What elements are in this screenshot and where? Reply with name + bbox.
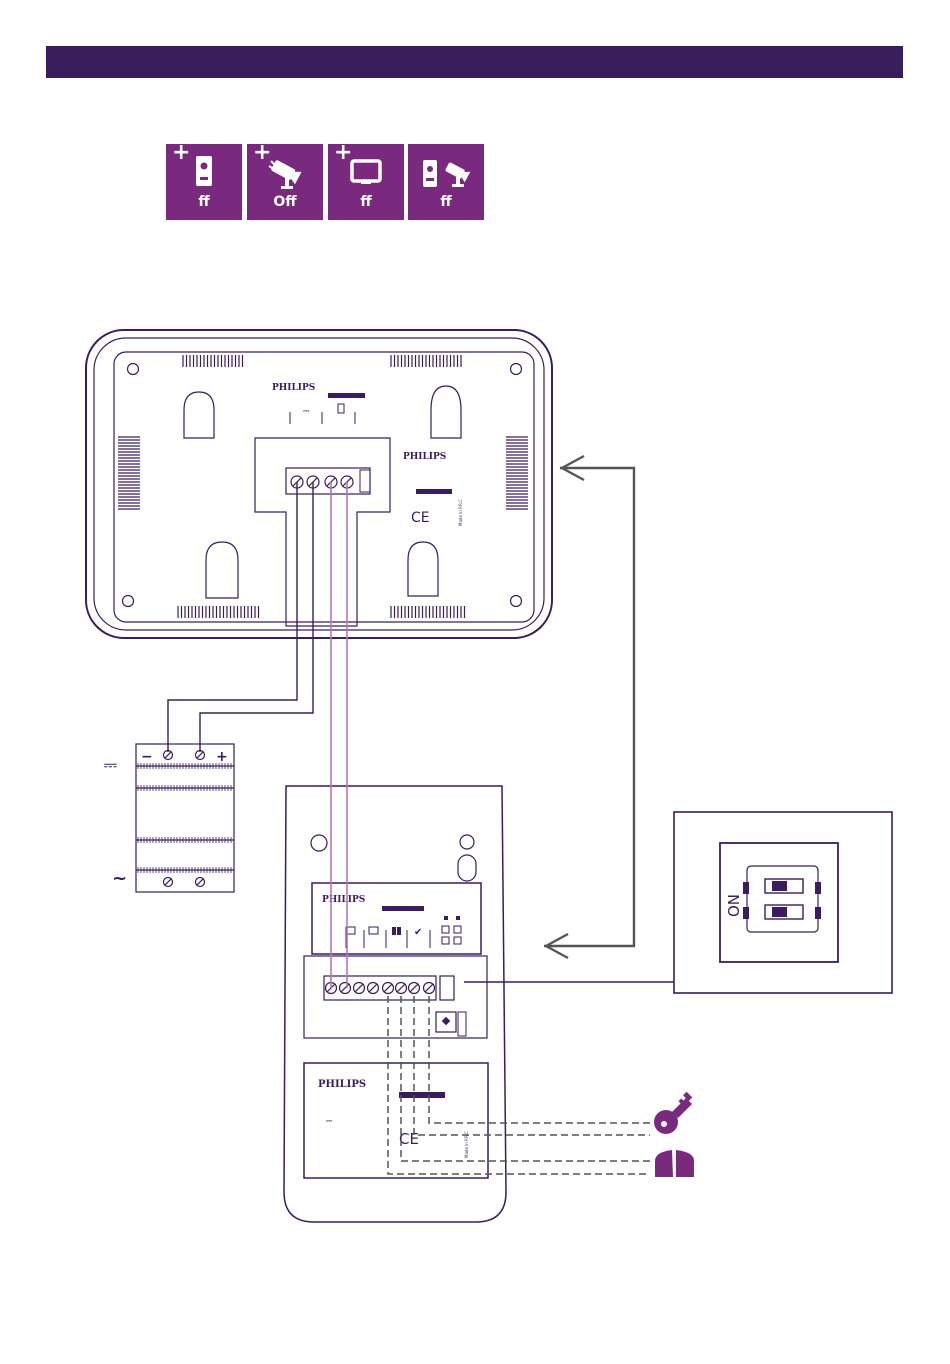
mini-door-icon xyxy=(338,404,344,413)
monitor-dc-symbol: ⎓ xyxy=(303,406,310,415)
door-brand-label: PHILIPS xyxy=(318,1079,366,1090)
screw-terminal xyxy=(383,983,394,994)
door-dc-symbol: ⎓ xyxy=(326,1116,333,1125)
monitor-screws xyxy=(291,476,353,488)
psu-dc-symbol: ⎓ xyxy=(104,755,117,774)
door-station-key-mini-icon: ✔ xyxy=(414,927,422,938)
key-hole xyxy=(661,1121,667,1127)
psu-minus-label: − xyxy=(141,749,153,765)
monitor-made-in: Made in P.R.C xyxy=(458,499,463,526)
psu-plus-label: + xyxy=(216,749,228,765)
screw-terminal xyxy=(396,983,407,994)
psu-stripes xyxy=(138,763,231,873)
dip-switch-levers xyxy=(743,881,821,919)
door-station-screws xyxy=(326,983,435,994)
screw-terminal xyxy=(340,983,351,994)
door-station xyxy=(284,786,506,1222)
door-serial-bar xyxy=(399,1092,445,1098)
screw-terminal xyxy=(164,878,173,887)
door-station-mini-icons xyxy=(392,916,460,1025)
monitor-model-bar xyxy=(328,393,365,398)
screw-terminal xyxy=(424,983,435,994)
screw-terminal xyxy=(368,983,379,994)
screw-terminal xyxy=(409,983,420,994)
bus-wires xyxy=(331,482,347,988)
dip-on-label: ON xyxy=(725,894,743,917)
key-icon xyxy=(654,1092,692,1134)
screw-terminal xyxy=(354,983,365,994)
monitor-ce-mark: CE xyxy=(411,510,430,526)
screw-terminal xyxy=(196,878,205,887)
psu-ac-symbol: ~ xyxy=(112,868,127,889)
door-model-bar xyxy=(382,906,424,911)
gate-icon xyxy=(655,1150,694,1177)
link-arrow xyxy=(544,456,634,958)
dip-switch-callout xyxy=(674,812,892,993)
monitor-vents xyxy=(118,355,528,618)
psu-screws xyxy=(164,751,205,887)
monitor-brand-label: PHILIPS xyxy=(403,452,446,462)
monitor-serial-bar xyxy=(416,489,452,494)
monitor-brand-top: PHILIPS xyxy=(272,383,315,393)
lock-and-gate-wires xyxy=(388,996,650,1174)
door-brand-top: PHILIPS xyxy=(322,895,365,905)
door-ce-mark: CE xyxy=(399,1130,419,1148)
